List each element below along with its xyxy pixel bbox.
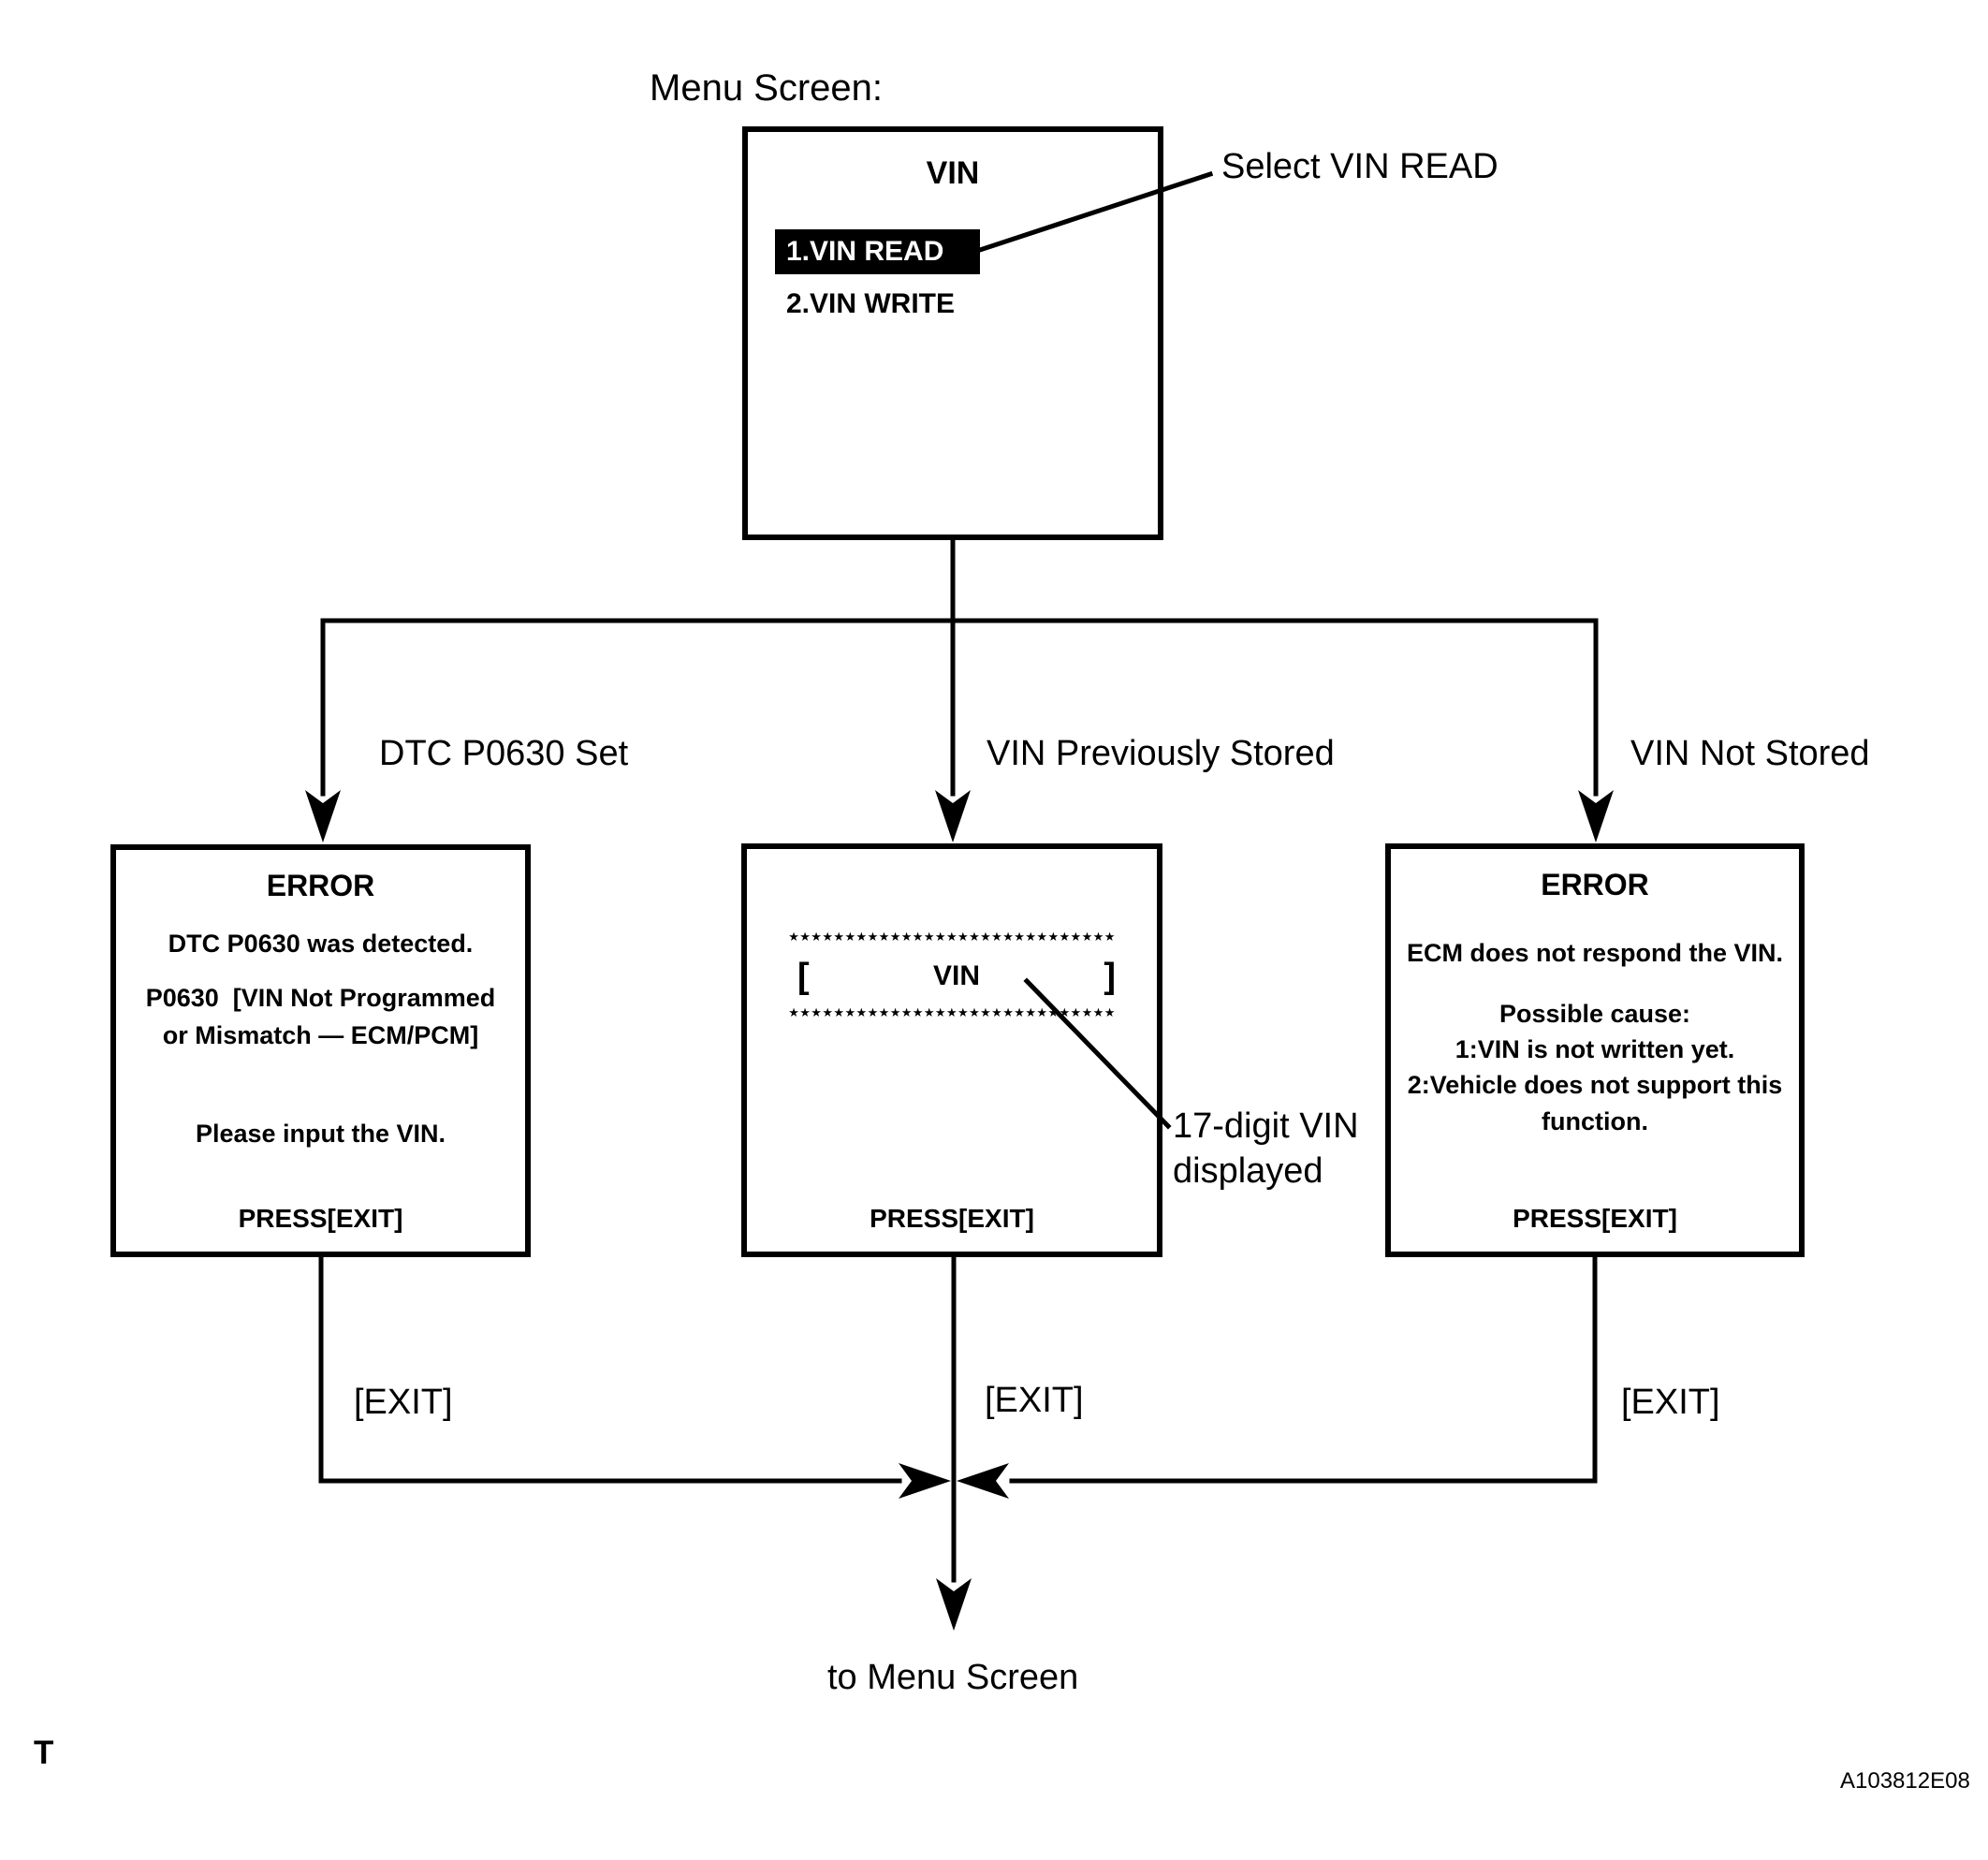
exit-path-left [318, 1254, 902, 1484]
error-dtc-line-2: P0630 [VIN Not Programmed [145, 984, 496, 1012]
vin-bracket-close: ] [1104, 957, 1116, 996]
error-ecm-line-5: function. [1542, 1107, 1648, 1135]
vin-display-bracket-row: [ VIN ] [797, 958, 1116, 995]
arrowhead-down-left [305, 790, 341, 842]
branch-label-vin-not-stored: VIN Not Stored [1630, 734, 1870, 773]
error-dtc-press-exit: PRESS[EXIT] [238, 1204, 403, 1233]
error-ecm-line-3: 1:VIN is not written yet. [1454, 1035, 1735, 1063]
menu-screen-label: Menu Screen: [650, 67, 884, 109]
vin-display-star-row-bottom: ★★★★★★★★★★★★★★★★★★★★★★★★★★★★★ [788, 1006, 1116, 1020]
vin-display-vin-label: VIN [932, 960, 980, 991]
to-menu-screen-label: to Menu Screen [827, 1658, 1079, 1697]
select-vin-read-label: Select VIN READ [1221, 147, 1498, 186]
exit-label-right: [EXIT] [1621, 1383, 1720, 1422]
menu-screen-title: VIN [926, 155, 980, 191]
error-ecm-line-2: Possible cause: [1498, 1000, 1691, 1028]
arrowhead-down-right [1578, 790, 1614, 842]
error-ecm-title: ERROR [1541, 868, 1649, 901]
figure-id: A103812E08 [1840, 1768, 1970, 1794]
error-ecm-line-1: ECM does not respond the VIN. [1406, 939, 1784, 967]
menu-item-vin-read: 1.VIN READ [775, 229, 980, 274]
vin-display-screen-box: ★★★★★★★★★★★★★★★★★★★★★★★★★★★★★ [ VIN ] ★★… [741, 843, 1162, 1257]
menu-item-vin-write: 2.VIN WRITE [786, 288, 955, 320]
branch-label-dtc-set: DTC P0630 Set [379, 734, 629, 773]
exit-path-right [1009, 1254, 1598, 1484]
arrowhead-down-middle [935, 790, 971, 842]
arrowhead-down-final [936, 1578, 972, 1631]
menu-screen-box: VIN 1.VIN READ 2.VIN WRITE [742, 126, 1163, 540]
vin-display-star-row-top: ★★★★★★★★★★★★★★★★★★★★★★★★★★★★★ [788, 930, 1116, 945]
error-ecm-screen-box: ERROR ECM does not respond the VIN. Poss… [1385, 843, 1805, 1257]
error-ecm-press-exit: PRESS[EXIT] [1513, 1204, 1677, 1233]
branch-label-vin-previously-stored: VIN Previously Stored [987, 734, 1335, 773]
error-dtc-line-4: Please input the VIN. [195, 1120, 446, 1148]
error-dtc-screen-box: ERROR DTC P0630 was detected. P0630 [VIN… [110, 844, 531, 1257]
page-corner-letter: T [34, 1735, 54, 1771]
exit-label-middle: [EXIT] [985, 1381, 1084, 1420]
arrowhead-left-merge [957, 1463, 1009, 1499]
menu-item-vin-write-label: 2.VIN WRITE [786, 288, 956, 319]
vin-digits-label-line1: 17-digit VIN [1173, 1106, 1359, 1146]
vin-digits-label-line2: displayed [1173, 1151, 1323, 1191]
arrowhead-right-merge [899, 1463, 951, 1499]
error-ecm-line-4: 2:Vehicle does not support this [1407, 1071, 1783, 1099]
vin-bracket-open: [ [797, 957, 810, 996]
error-dtc-title: ERROR [266, 869, 375, 902]
exit-label-left: [EXIT] [354, 1383, 453, 1422]
error-dtc-line-1: DTC P0630 was detected. [168, 930, 474, 958]
menu-item-vin-read-label: 1.VIN READ [786, 236, 944, 267]
error-dtc-line-3: or Mismatch — ECM/PCM] [162, 1021, 479, 1049]
vin-display-press-exit: PRESS[EXIT] [870, 1204, 1034, 1233]
